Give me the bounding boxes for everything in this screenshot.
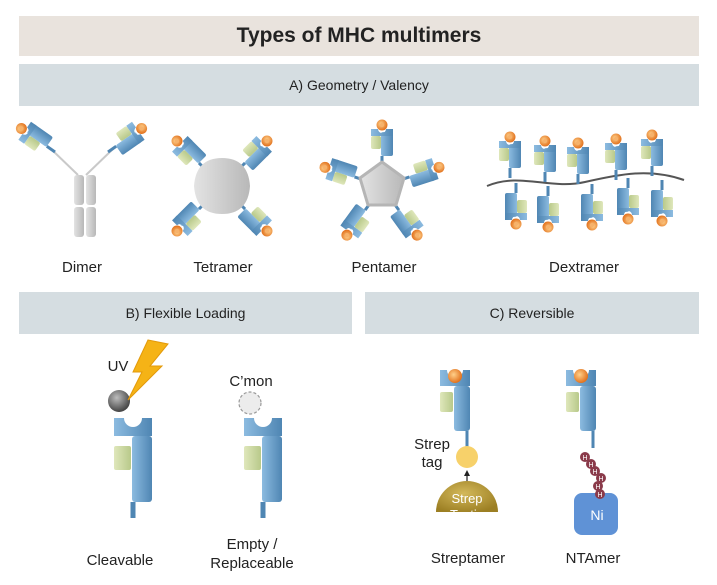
his-residue: H <box>598 476 603 483</box>
label-empty: Empty / <box>227 536 279 553</box>
label-cmon: C’mon <box>229 373 272 390</box>
streptamer-icon <box>436 369 498 512</box>
dextramer-icon <box>486 129 685 233</box>
cleavable-mhc-icon <box>108 339 169 518</box>
section-loading-header: B) Flexible Loading <box>19 292 352 334</box>
pentamer-icon <box>316 119 448 247</box>
label-strep-tactin-2: Tactin <box>450 507 484 522</box>
label-cleavable: Cleavable <box>87 552 154 569</box>
label-strep-tag-1: Strep <box>414 436 450 453</box>
label-dextramer: Dextramer <box>549 259 619 276</box>
label-tetramer: Tetramer <box>193 259 252 276</box>
label-ntamer: NTAmer <box>566 550 621 567</box>
label-dimer: Dimer <box>62 259 102 276</box>
his-residue: H <box>592 469 597 476</box>
ntamer-icon <box>566 369 618 535</box>
page-title: Types of MHC multimers <box>19 16 699 56</box>
his-residue: H <box>597 492 602 499</box>
tetramer-icon <box>165 129 279 243</box>
his-residue: H <box>588 462 593 469</box>
section-reversible-header: C) Reversible <box>365 292 699 334</box>
label-ni: Ni <box>590 507 603 523</box>
his-tag-chain: H H H H H H <box>580 452 606 499</box>
section-geometry-header: A) Geometry / Valency <box>19 64 699 106</box>
label-strep-tactin-1: Strep <box>451 491 482 506</box>
his-residue: H <box>582 455 587 462</box>
label-uv: UV <box>108 358 129 375</box>
empty-mhc-icon <box>238 391 282 518</box>
label-strep-tag-2: tag <box>422 454 443 471</box>
label-pentamer: Pentamer <box>351 259 416 276</box>
dimer-icon <box>10 116 153 237</box>
label-replaceable: Replaceable <box>210 555 293 572</box>
his-residue: H <box>595 484 600 491</box>
label-streptamer: Streptamer <box>431 550 505 567</box>
